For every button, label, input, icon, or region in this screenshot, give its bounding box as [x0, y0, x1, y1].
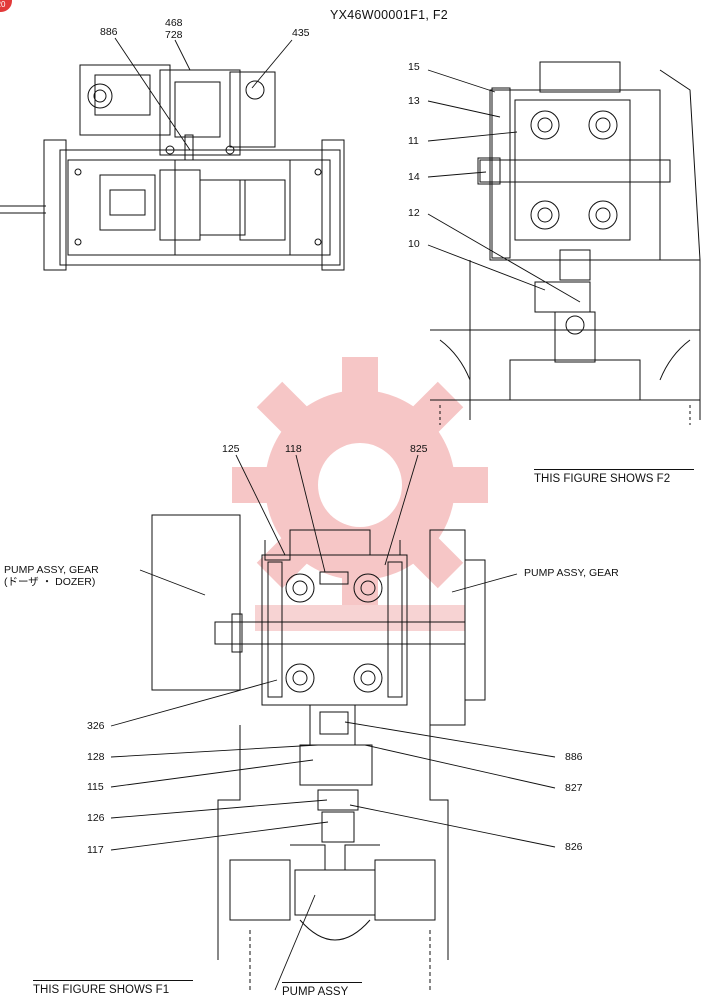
callout-326: 326 [87, 720, 105, 732]
f2-cross-section [430, 61, 701, 425]
callout-435: 435 [292, 27, 310, 39]
callout-13: 13 [408, 95, 420, 107]
callout-10: 10 [408, 238, 420, 250]
leader-lines [110, 37, 581, 991]
pump-assy-gear-dozer-line1: PUMP ASSY, GEAR [4, 564, 99, 576]
callout-15: 15 [408, 61, 420, 73]
callout-728: 728 [165, 29, 183, 41]
callout-11: 11 [408, 135, 419, 147]
callout-886-top: 886 [100, 26, 118, 38]
f2-caption-text: THIS FIGURE SHOWS F2 [534, 473, 671, 485]
callout-826: 826 [565, 841, 583, 853]
callout-468: 468 [165, 17, 183, 29]
pump-assy-label: PUMP ASSY [282, 982, 362, 998]
callout-14: 14 [408, 171, 420, 183]
callout-118: 118 [285, 443, 302, 455]
pump-assy-gear-right-label: PUMP ASSY, GEAR [524, 567, 619, 579]
callout-12: 12 [408, 207, 420, 219]
f1-cross-section [151, 514, 486, 990]
pump-exterior-view [0, 64, 345, 271]
callout-125: 125 [222, 443, 240, 455]
diagram-title: YX46W00001F1, F2 [330, 8, 449, 22]
callout-886-bottom: 886 [565, 751, 583, 763]
pump-assy-gear-dozer-label: PUMP ASSY, GEAR (ドーザ ・ DOZER) [4, 564, 99, 588]
f1-caption-text: THIS FIGURE SHOWS F1 [33, 984, 170, 996]
f2-caption: THIS FIGURE SHOWS F2 [534, 469, 694, 485]
callout-128: 128 [87, 751, 105, 763]
pump-assy-gear-dozer-line2: (ドーザ ・ DOZER) [4, 576, 96, 588]
callout-827: 827 [565, 782, 583, 794]
watermark-gear-icon [232, 357, 488, 631]
f1-caption: THIS FIGURE SHOWS F1 [33, 980, 193, 996]
callout-117: 117 [87, 844, 104, 856]
callout-126: 126 [87, 812, 105, 824]
callout-825: 825 [410, 443, 428, 455]
callout-115: 115 [87, 781, 104, 793]
pump-assy-label-text: PUMP ASSY [282, 986, 349, 998]
